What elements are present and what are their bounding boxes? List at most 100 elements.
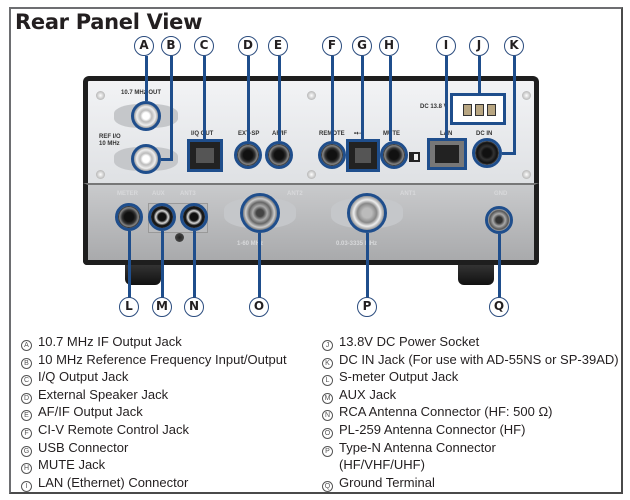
- leader-line-k: [502, 152, 516, 155]
- legend-mark: A: [21, 340, 32, 351]
- callout-e: E: [268, 36, 288, 56]
- leader-line-k: [513, 56, 516, 154]
- leader-line-p: [366, 233, 369, 298]
- leader-line-b: [161, 158, 173, 161]
- legend-text: 13.8V DC Power Socket: [339, 334, 480, 349]
- legend-text: 10.7 MHz IF Output Jack: [38, 334, 182, 349]
- callout-a: A: [134, 36, 154, 56]
- legend-text: (HF/VHF/UHF): [339, 457, 425, 473]
- callout-n: N: [184, 297, 204, 317]
- callout-ring-o: [240, 193, 280, 233]
- callout-ring-a: [131, 101, 161, 131]
- device-foot-right: [458, 265, 494, 285]
- callout-p: P: [357, 297, 377, 317]
- callout-ring-m: [148, 203, 176, 231]
- label-ant1: ANT1: [400, 191, 416, 197]
- legend-text: I/Q Output Jack: [38, 369, 129, 385]
- callout-b: B: [161, 36, 181, 56]
- callout-ring-k: [472, 138, 502, 168]
- callout-ring-n: [180, 203, 208, 231]
- legend-mark: L: [322, 375, 333, 387]
- legend-mark: C: [21, 375, 32, 387]
- legend-text: External Speaker Jack: [38, 386, 169, 402]
- legend-text: Ground Terminal: [339, 474, 435, 490]
- legend-text: AF/IF Output Jack: [38, 404, 143, 420]
- legend-item: A 10.7 MHz IF Output Jack: [21, 334, 287, 352]
- callout-c: C: [194, 36, 214, 56]
- callout-q: Q: [489, 297, 509, 317]
- legend-item: N RCA Antenna Connector (HF: 500 Ω): [322, 404, 619, 422]
- device-foot-left: [125, 265, 161, 285]
- legend-mark: K: [322, 357, 333, 369]
- legend-item: L S-meter Output Jack: [322, 369, 619, 387]
- legend-item: D External Speaker Jack: [21, 387, 287, 405]
- leader-line-c: [203, 56, 206, 139]
- leader-line-h: [389, 56, 392, 141]
- label-ant3: ANT3: [180, 191, 196, 197]
- leader-line-q: [498, 234, 501, 298]
- mute-switch: [409, 152, 420, 162]
- leader-line-d: [247, 56, 250, 141]
- leader-line-m: [161, 231, 164, 298]
- callout-f: F: [322, 36, 342, 56]
- screw-icon: [307, 91, 316, 100]
- callout-box-c: [187, 139, 223, 172]
- figure-frame: [9, 7, 623, 494]
- label-ant2: ANT2: [287, 191, 303, 197]
- callout-box-g: [346, 139, 380, 172]
- legend-item: E AF/IF Output Jack: [21, 404, 287, 422]
- callout-k: K: [504, 36, 524, 56]
- callout-o: O: [249, 297, 269, 317]
- page-title: Rear Panel View: [15, 10, 203, 34]
- leader-line-a: [145, 56, 148, 101]
- legend-mark: E: [21, 410, 32, 422]
- legend-mark: P: [322, 445, 333, 457]
- screw-icon: [307, 170, 316, 179]
- callout-ring-l: [115, 203, 143, 231]
- label-aux: AUX: [152, 191, 165, 197]
- legend-mark: M: [322, 392, 333, 404]
- lan-port: [430, 141, 464, 167]
- label-meter: METER: [117, 191, 138, 197]
- legend-mark: B: [21, 357, 32, 369]
- callout-m: M: [152, 297, 172, 317]
- legend-text: RCA Antenna Connector (HF: 500 Ω): [339, 404, 553, 420]
- screw-icon: [175, 233, 184, 242]
- legend-mark: J: [322, 340, 333, 351]
- label-ant1-range: 0.03-3335 MHz: [336, 241, 378, 247]
- legend-mark: N: [322, 410, 333, 422]
- callout-ring-p: [347, 193, 387, 233]
- legend-mark: F: [21, 427, 32, 439]
- callout-box-i: [427, 138, 467, 170]
- legend-text: MUTE Jack: [38, 457, 106, 473]
- legend-text: USB Connector: [38, 439, 129, 455]
- callout-ring-d: [234, 141, 262, 169]
- legend-mark: D: [21, 392, 32, 404]
- callout-d: D: [238, 36, 258, 56]
- leader-line-o: [258, 233, 261, 298]
- legend-text: LAN (Ethernet) Connector: [38, 474, 189, 490]
- screw-icon: [522, 91, 531, 100]
- label-dc-138: DC 13.8 V: [420, 104, 448, 110]
- screw-icon: [96, 170, 105, 179]
- legend-text: Type-N Antenna Connector: [339, 439, 496, 455]
- label-ref-10mhz: 10 MHz: [99, 141, 120, 147]
- label-iq-out: I/Q OUT: [191, 131, 214, 137]
- leader-line-f: [331, 56, 334, 141]
- callout-ring-h: [380, 141, 408, 169]
- callout-j: J: [469, 36, 489, 56]
- screw-icon: [96, 91, 105, 100]
- leader-line-e: [278, 56, 281, 141]
- leader-line-b: [170, 56, 173, 160]
- legend-text: S-meter Output Jack: [339, 369, 459, 385]
